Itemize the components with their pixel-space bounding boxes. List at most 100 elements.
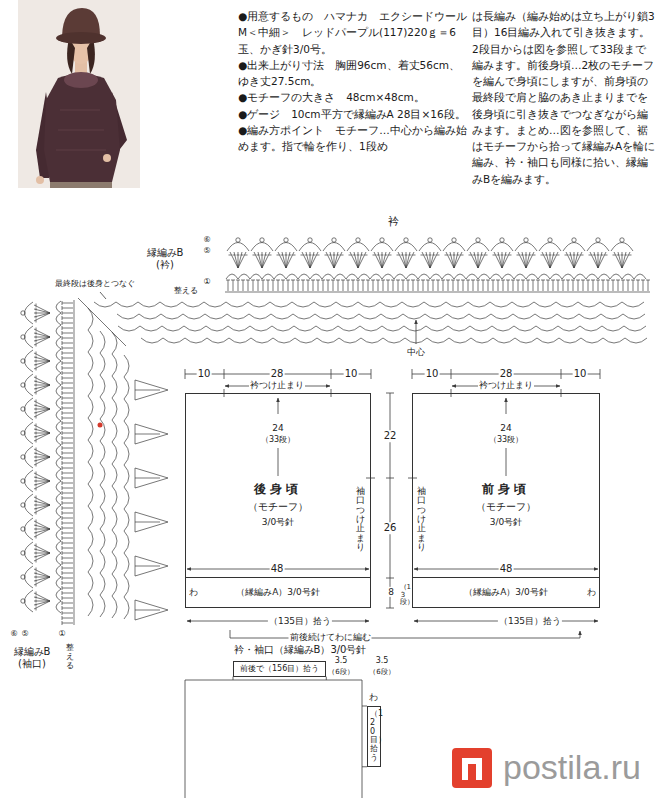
note-text: 最終段は後身とつなぐ — [54, 279, 136, 288]
picot — [308, 238, 312, 242]
photo-background — [18, 0, 140, 188]
motif-rows — [78, 298, 647, 619]
picot — [380, 238, 384, 242]
row-count: （6段） — [368, 668, 395, 676]
note-text: 3/0号針 — [186, 515, 370, 529]
marker-dot — [98, 423, 103, 428]
note-text: 衿つけ止まり — [249, 381, 305, 391]
instruction-text: ●編み方ポイント モチーフ…中心から編み始めます。指で輪を作り、1段め — [238, 122, 468, 155]
picot — [500, 238, 504, 242]
join-bracket — [230, 630, 580, 638]
dimension-tick — [331, 369, 332, 379]
dimension-label: 24 — [499, 423, 512, 433]
part-name: 縁編みB (衿) — [138, 247, 192, 270]
dimension-label: 22 — [383, 430, 398, 442]
collar-cuff-outline — [185, 680, 362, 798]
scallop-row — [227, 243, 633, 252]
photo-hat-brim — [56, 32, 106, 44]
direction-arrow — [506, 448, 507, 476]
instruction-text: ●用意するもの ハマナカ エクシードウールM＜中細＞ レッドパープル(117)2… — [238, 8, 468, 57]
note-text: 整える — [65, 643, 75, 671]
dimension-tick — [386, 393, 394, 394]
picot — [620, 238, 624, 242]
dimension-label: 26 — [383, 522, 398, 534]
stitch-count: （135目）拾う — [498, 616, 562, 626]
scallop-row — [25, 302, 34, 612]
instruction-text: ●出来上がり寸法 胸囲96cm、着丈56cm、ゆき丈27.5cm。 — [238, 57, 468, 90]
dimension-tick — [451, 369, 452, 379]
dimension-tick — [371, 369, 372, 379]
note-text: わ — [188, 587, 199, 597]
instruction-text: ●ゲージ 10cm平方で縁編みA 28目×16段。 — [238, 106, 468, 122]
direction-arrow — [278, 398, 279, 414]
picot — [452, 238, 456, 242]
note-text: 3/0号針 — [413, 515, 599, 529]
dimension-label: 3.5 — [334, 656, 349, 665]
row-count: （33段） — [260, 435, 296, 444]
photo-sweater — [44, 74, 120, 182]
watermark-logo — [452, 748, 492, 788]
dimension-tick — [386, 578, 394, 579]
row-number: ① — [57, 629, 66, 638]
instruction-text: ●モチーフの大きさ 48cm×48cm。 — [238, 89, 468, 105]
center-pointer — [416, 320, 417, 344]
note-text: 前後続けてわに編む — [289, 633, 372, 643]
collar-outline — [326, 677, 327, 680]
dimension-tick — [412, 369, 413, 379]
text-column: ●用意するもの ハマナカ エクシードウールM＜中細＞ レッドパープル(117)2… — [238, 8, 468, 154]
stitch-row — [62, 300, 74, 625]
stitch-count: （135目）拾う — [268, 616, 332, 626]
picot — [404, 238, 408, 242]
photo-hat — [62, 8, 100, 36]
note-text: わ — [368, 692, 379, 702]
dimension-label: 10 — [425, 368, 440, 380]
cuff-strip-title: （120目）拾う — [370, 710, 378, 763]
row-number: ⑤ — [202, 246, 211, 255]
dimension-label: 48 — [270, 563, 285, 575]
dimension-label: 10 — [573, 368, 588, 380]
dimension-label: 48 — [499, 563, 514, 575]
direction-arrow — [278, 448, 279, 476]
picot — [572, 238, 576, 242]
dimension-label: 24 — [271, 423, 284, 433]
dimension-tick — [600, 369, 601, 379]
chain-loops — [56, 301, 61, 613]
dimension-label: 8 — [387, 587, 395, 597]
picot — [596, 238, 600, 242]
dimension-label: 3.5 — [375, 656, 390, 665]
photo-lace-pattern — [56, 110, 106, 150]
note-text: 袖口つけ止まり — [416, 486, 427, 553]
text-column: は長編み（編み始めは立ち上がり鎖3目）16目編み入れて引き抜きます。2段目からは… — [472, 8, 656, 187]
edging-band: （縁編みA）3/0号針 — [413, 577, 599, 607]
row-count: （13段） — [399, 583, 408, 608]
photo-hand — [103, 154, 111, 162]
instruction-text: は長編み（編み始めは立ち上がり鎖3目）16目編み入れて引き抜きます。2段目からは… — [472, 8, 656, 187]
leader-line — [100, 292, 106, 299]
dimension-tick — [185, 369, 186, 379]
dimension-tick — [224, 369, 225, 379]
note-text: 整える — [173, 286, 199, 295]
picot — [356, 238, 360, 242]
collar-strip: 前後で（156目）拾う — [233, 661, 326, 677]
dimension-label: 10 — [197, 368, 212, 380]
edging-band-title: （縁編みA）3/0号針 — [413, 578, 599, 607]
dimension-tick — [386, 478, 394, 479]
direction-arrow — [506, 398, 507, 414]
dimension-tick — [561, 369, 562, 379]
picot — [236, 238, 240, 242]
row-count: （6段） — [327, 668, 354, 676]
row-number: ① — [202, 277, 211, 286]
watermark: postila.ru — [503, 748, 641, 787]
cuff-strip: （120目）拾う — [367, 706, 381, 767]
row-number: ⑤ — [20, 629, 29, 638]
picot — [260, 238, 264, 242]
photo-collar — [64, 72, 98, 88]
part-name: 衿 — [387, 216, 400, 229]
body-panel-title: 後身頃 — [186, 480, 370, 499]
part-name: 縁編みB (袖口) — [5, 646, 59, 669]
chain-loops — [226, 274, 646, 279]
section-heading: 衿・袖口（縁編みB）3/0号針 — [233, 644, 368, 656]
dimension-line — [390, 393, 391, 608]
